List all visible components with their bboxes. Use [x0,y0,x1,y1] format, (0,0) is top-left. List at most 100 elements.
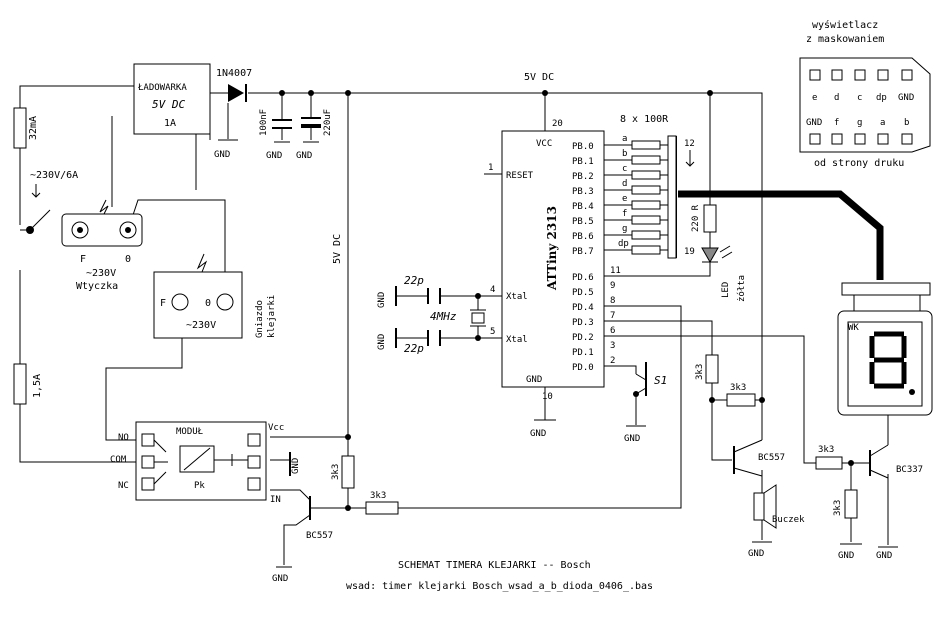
svg-text:Xtal: Xtal [506,292,528,302]
rail-label-vertical: 5V DC [332,234,343,264]
svg-text:ŁADOWARKA: ŁADOWARKA [137,83,187,93]
svg-text:e: e [622,194,627,204]
svg-text:GND: GND [530,429,546,439]
svg-text:Xtal: Xtal [506,335,528,345]
svg-text:~230V: ~230V [86,268,116,279]
button-s1: S1 GND [624,362,667,444]
svg-text:g: g [857,118,862,128]
svg-text:1A: 1A [164,118,176,129]
svg-text:Gniazdo: Gniazdo [255,300,265,338]
svg-text:8 x 100R: 8 x 100R [620,114,669,125]
svg-text:VCC: VCC [536,139,552,149]
mains-switch: ~230V/6A [30,170,78,198]
svg-text:3k3: 3k3 [370,491,386,501]
svg-text:8: 8 [610,296,615,306]
svg-text:COM: COM [110,455,127,465]
svg-text:ATTiny 2313: ATTiny 2313 [545,206,559,291]
svg-text:f: f [622,209,627,219]
svg-text:19: 19 [684,247,695,257]
svg-text:~230V/6A: ~230V/6A [30,170,78,181]
svg-text:GND: GND [748,549,764,559]
svg-text:5: 5 [490,327,495,337]
svg-text:~230V: ~230V [186,320,216,331]
svg-text:100nF: 100nF [259,109,269,136]
svg-text:a: a [880,118,885,128]
svg-text:b: b [904,118,909,128]
svg-text:22p: 22p [404,342,424,355]
svg-text:wsad: timer klejarki Bosch_wsa: wsad: timer klejarki Bosch_wsad_a_b_diod… [346,581,653,592]
caption: SCHEMAT TIMERA KLEJARKI -- Bosch wsad: t… [346,560,653,592]
svg-text:PD.2: PD.2 [572,333,594,343]
svg-text:0: 0 [205,298,211,309]
svg-text:żółta: żółta [736,275,747,302]
svg-text:LED: LED [721,282,731,298]
svg-text:c: c [622,164,627,174]
svg-text:g: g [622,224,627,234]
led-yellow: 220 R LED żółta [691,204,747,302]
wires [19,85,889,565]
svg-text:1,5A: 1,5A [32,374,43,398]
svg-text:GND: GND [838,551,854,561]
svg-text:klejarki: klejarki [267,295,277,338]
rail-label-top: 5V DC [524,72,554,83]
svg-text:NC: NC [118,481,129,491]
svg-text:PD.3: PD.3 [572,318,594,328]
svg-text:3: 3 [610,341,615,351]
svg-text:IN: IN [270,495,281,505]
svg-text:GND: GND [377,334,387,350]
svg-text:MODUŁ: MODUŁ [176,427,203,437]
svg-text:12: 12 [684,139,695,149]
svg-text:GND: GND [266,151,282,161]
relay-module: MODUŁ Pk NO COM NC Vcc IN GND [110,421,301,505]
svg-text:10: 10 [542,392,553,402]
plug: F 0 ~230V Wtyczka [61,199,143,292]
svg-text:Vcc: Vcc [268,423,284,433]
svg-text:0: 0 [125,254,131,265]
svg-text:GND: GND [291,458,301,474]
svg-text:GND: GND [214,150,230,160]
svg-text:5V DC: 5V DC [152,98,185,111]
svg-text:GND: GND [624,434,640,444]
svg-text:d: d [622,179,627,189]
diode-1n4007: 1N4007 [216,68,252,102]
display-pinout: wyświetlacz z maskowaniem e d c dp GND G… [799,19,931,169]
svg-text:3k3: 3k3 [331,464,341,480]
svg-text:GND: GND [272,574,288,584]
svg-text:S1: S1 [654,374,667,387]
svg-text:PB.2: PB.2 [572,172,594,182]
socket: F 0 ~230V Gniazdo klejarki [153,253,277,339]
svg-text:PB.6: PB.6 [572,232,594,242]
svg-text:WK: WK [848,323,859,333]
svg-text:7: 7 [610,311,615,321]
svg-text:Pk: Pk [194,481,205,491]
svg-text:BC557: BC557 [758,453,785,463]
fuse-32ma: 32mA [13,107,39,149]
svg-text:b: b [622,149,627,159]
resistor-array: 8 x 100R a b c d e f g dp 12 19 [618,114,695,259]
svg-text:1N4007: 1N4007 [216,68,252,79]
svg-text:PB.1: PB.1 [572,157,594,167]
svg-text:220uF: 220uF [323,109,333,136]
svg-text:3k3: 3k3 [818,445,834,455]
transistor-q3: 3k3 BC337 3k3 GND GND [815,444,923,561]
svg-text:f: f [834,118,839,128]
svg-text:GND: GND [526,375,542,385]
svg-text:11: 11 [610,266,621,276]
svg-text:F: F [80,254,86,265]
svg-text:6: 6 [610,326,615,336]
fuse-1-5a: 1,5A [13,363,43,405]
svg-text:NO: NO [118,433,129,443]
svg-text:3k3: 3k3 [730,383,746,393]
svg-text:PB.0: PB.0 [572,142,594,152]
junctions [26,90,854,511]
svg-text:dp: dp [618,239,629,249]
svg-text:BC557: BC557 [306,531,333,541]
capacitor-100nf: GND 100nF [259,109,292,161]
svg-text:GND: GND [296,151,312,161]
svg-text:PB.4: PB.4 [572,202,594,212]
svg-text:PD.5: PD.5 [572,288,594,298]
mcu-attiny2313: VCC RESET GND Xtal Xtal 20 1 10 4 5 ATTi… [488,119,621,439]
transistor-q1: BC557 3k3 3k3 GND [272,455,399,584]
svg-text:GND: GND [377,292,387,308]
